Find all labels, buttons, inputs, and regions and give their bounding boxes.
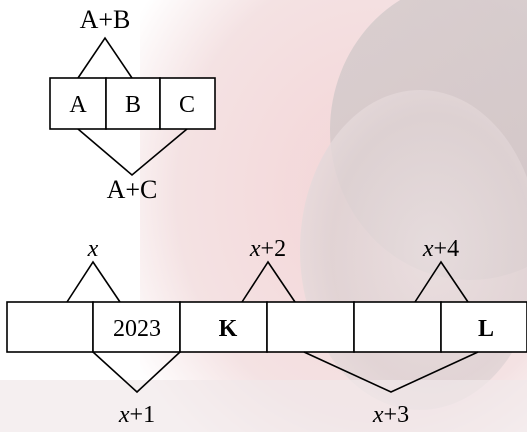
strip-cell-6-label: L [478, 316, 494, 342]
bracket-strip-above-2 [241, 260, 296, 303]
label-strip-above-3: x+4 [422, 236, 459, 262]
top-diagram: A+B A B C A+C [49, 5, 216, 204]
strip-diagram: x x+2 x+4 2023 K L x+1 x+3 [6, 236, 527, 428]
label-strip-above-1: x [87, 236, 99, 262]
label-strip-below-2: x+3 [372, 402, 409, 428]
bracket-top-above [77, 36, 133, 79]
cell-c-label: C [179, 92, 195, 118]
bracket-strip-above-1 [66, 260, 121, 303]
strip-cell-6 [440, 301, 527, 353]
bracket-strip-below-2 [303, 351, 479, 393]
bracket-strip-below-1 [92, 351, 181, 394]
strip-cell-4 [266, 301, 355, 353]
cell-b-label: B [125, 92, 141, 118]
bracket-strip-above-3 [414, 260, 469, 303]
label-top-below: A+C [107, 175, 158, 204]
top-cells: A B C [49, 77, 216, 130]
label-strip-below-1: x+1 [118, 402, 155, 428]
strip-cell-2-label: 2023 [113, 316, 161, 342]
strip-cell-1 [6, 301, 94, 353]
bracket-top-below [77, 128, 188, 177]
strip-cells: 2023 K L [6, 301, 527, 353]
cell-a-label: A [69, 92, 87, 118]
cell-c [159, 77, 216, 130]
label-strip-above-2: x+2 [249, 236, 286, 262]
strip-cell-3 [179, 301, 268, 353]
label-top-above: A+B [80, 5, 131, 34]
strip-cell-5 [353, 301, 442, 353]
strip-cell-3-label: K [219, 316, 238, 342]
